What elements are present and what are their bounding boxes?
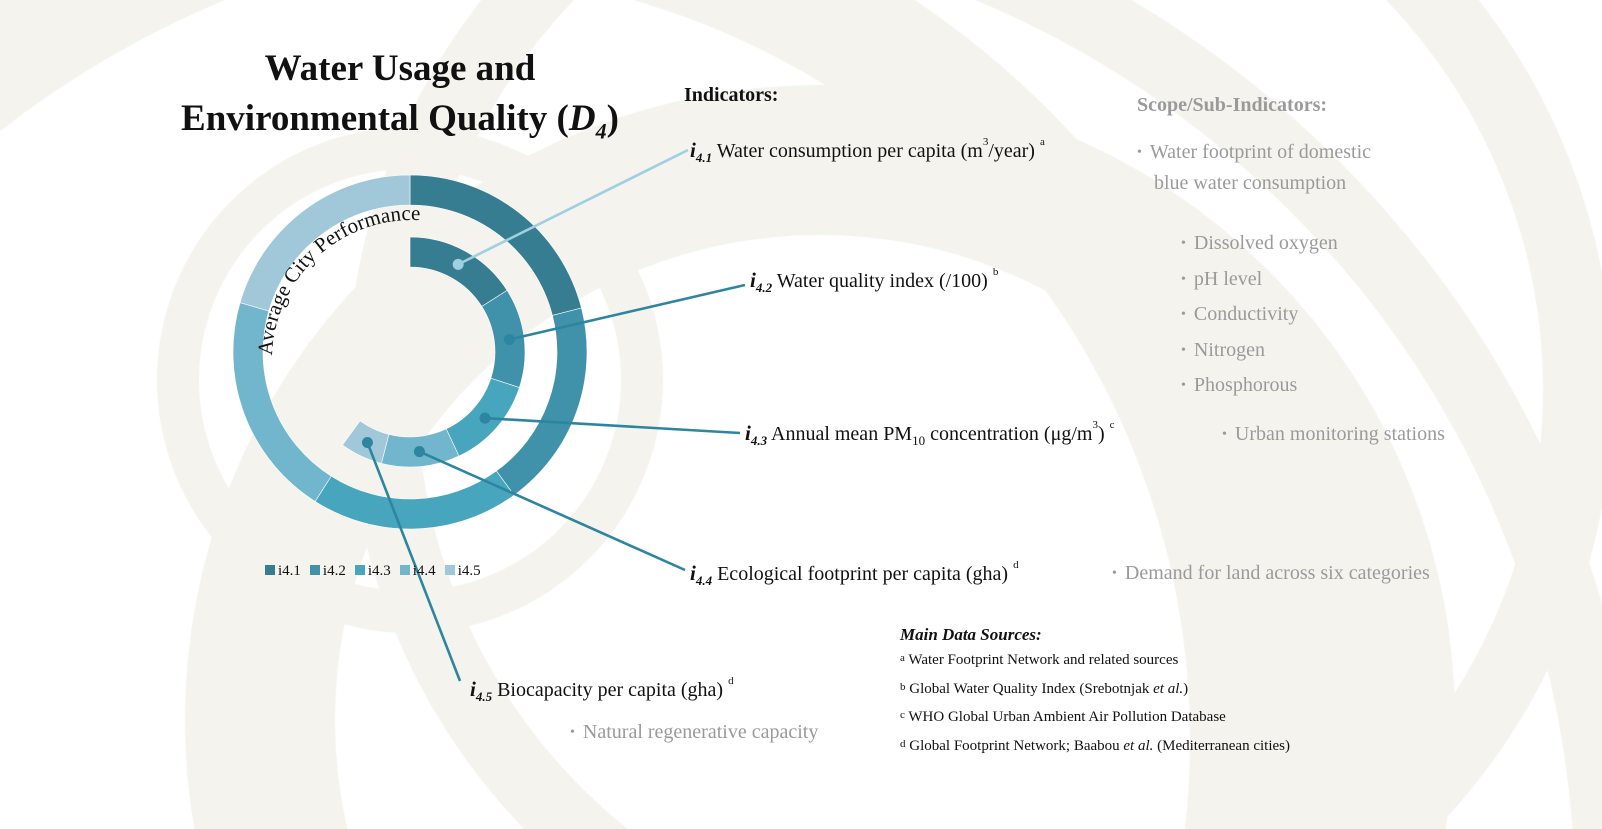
legend-item: i4.1 — [265, 563, 301, 580]
legend-item: i4.3 — [354, 563, 391, 580]
data-sources: Main Data Sources: a Water Footprint Net… — [900, 624, 1290, 760]
outer-ring-segment-i44 — [232, 302, 332, 502]
leader-line-i44 — [418, 450, 686, 572]
sub-indicators-i41: •Water footprint of domestic blue water … — [1137, 141, 1372, 194]
leader-dot-i41 — [452, 258, 464, 270]
legend-item: i4.4 — [399, 563, 436, 580]
legend-item: i4.2 — [309, 563, 346, 580]
source-item: a Water Footprint Network and related so… — [900, 652, 1179, 668]
legend-item: i4.5 — [444, 563, 481, 580]
outer-ring-segment-i45 — [239, 174, 411, 312]
source-item: c WHO Global Urban Ambient Air Pollution… — [900, 709, 1226, 725]
inner-ring-segment-i42 — [481, 289, 526, 388]
sub-indicators-i43: •Urban monitoring stations — [1222, 423, 1445, 445]
source-item: b Global Water Quality Index (Srebotnjak… — [900, 680, 1189, 697]
page-title: Water Usage and Environmental Quality (D… — [181, 48, 619, 144]
leader-line-i41 — [457, 148, 689, 266]
indicator-i44: i4.4 Ecological footprint per capita (gh… — [690, 559, 1019, 589]
indicator-i41: i4.1 Water consumption per capita (m3/ye… — [690, 136, 1045, 166]
sub-indicators-i45: •Natural regenerative capacity — [570, 721, 819, 743]
indicator-i42: i4.2 Water quality index (/100) b — [750, 266, 999, 296]
indicator-i45: i4.5 Biocapacity per capita (gha) d — [470, 675, 734, 705]
indicator-i43: i4.3 Annual mean PM10 concentration (μg/… — [745, 419, 1115, 449]
scope-header: Scope/Sub-Indicators: — [1137, 94, 1328, 116]
leader-dot-i43 — [479, 412, 491, 424]
sub-indicators-i42: •Dissolved oxygen •pH level •Conductivit… — [1181, 232, 1338, 396]
sub-indicators-i44: •Demand for land across six categories — [1112, 562, 1430, 584]
leader-dot-i44 — [413, 446, 425, 458]
chart-legend: i4.1 i4.2 i4.3 i4.4 i4.5 — [265, 563, 481, 580]
indicators-header: Indicators: — [684, 84, 779, 106]
leader-dot-i42 — [503, 333, 515, 345]
leader-dot-i45 — [361, 436, 373, 448]
leader-line-i42 — [508, 283, 746, 341]
source-item: d Global Footprint Network; Baabou et al… — [900, 737, 1290, 754]
leader-line-i45 — [366, 442, 462, 682]
leader-line-i43 — [484, 416, 741, 435]
